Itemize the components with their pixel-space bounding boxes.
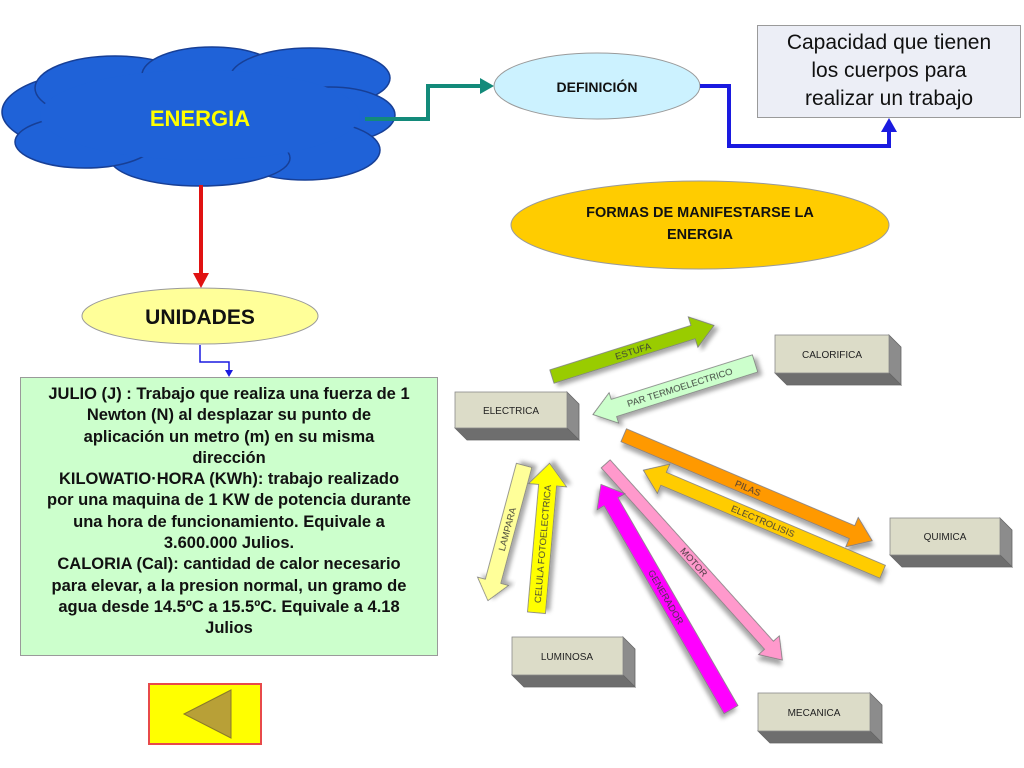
energia-label: ENERGIA bbox=[150, 106, 250, 131]
back-button[interactable] bbox=[148, 683, 262, 745]
units-line-7: una hora de funcionamiento. Equivale a bbox=[73, 512, 385, 531]
units-text-box: JULIO (J) : Trabajo que realiza una fuer… bbox=[20, 377, 438, 656]
units-line-9: CALORIA (Cal): cantidad de calor necesar… bbox=[57, 555, 401, 574]
box-quimica-label: QUIMICA bbox=[924, 532, 967, 543]
units-line-11: agua desde 14.5ºC a 15.5ºC. Equivale a 4… bbox=[58, 597, 400, 616]
units-line-10: para elevar, a la presion normal, un gra… bbox=[51, 576, 407, 595]
units-line-6: por una maquina de 1 KW de potencia dura… bbox=[47, 491, 411, 510]
formas-node[interactable]: FORMAS DE MANIFESTARSE LA ENERGIA bbox=[510, 180, 890, 270]
connector-unidades-text bbox=[199, 345, 233, 377]
formas-label-line-1: FORMAS DE MANIFESTARSE LA bbox=[586, 205, 814, 221]
back-triangle-icon bbox=[182, 689, 232, 739]
arrow-generador-label: GENERADOR bbox=[645, 568, 685, 627]
unidades-label: UNIDADES bbox=[145, 306, 255, 329]
box-quimica[interactable]: QUIMICA bbox=[889, 517, 1013, 568]
box-electrica[interactable]: ELECTRICA bbox=[454, 391, 580, 441]
units-line-4: dirección bbox=[192, 448, 266, 467]
connector-energia-unidades bbox=[193, 185, 209, 288]
box-electrica-label: ELECTRICA bbox=[483, 406, 539, 417]
definicion-label: DEFINICIÓN bbox=[557, 78, 638, 95]
units-line-12: Julios bbox=[205, 619, 253, 638]
box-mecanica-label: MECANICA bbox=[788, 708, 841, 719]
unidades-node[interactable]: UNIDADES bbox=[81, 287, 319, 345]
units-line-2: Newton (N) al desplazar su punto de bbox=[86, 406, 372, 425]
box-calorifica[interactable]: CALORIFICA bbox=[774, 334, 902, 386]
box-calorifica-label: CALORIFICA bbox=[802, 350, 862, 361]
units-line-8: 3.600.000 Julios. bbox=[163, 534, 295, 553]
definicion-node[interactable]: DEFINICIÓN bbox=[493, 52, 701, 120]
units-line-3: aplicación un metro (m) en su misma bbox=[83, 427, 375, 446]
definition-line-3: realizar un trabajo bbox=[804, 87, 974, 110]
box-mecanica[interactable]: MECANICA bbox=[757, 692, 883, 744]
box-luminosa[interactable]: LUMINOSA bbox=[511, 636, 636, 688]
arrow-pilas: PILAS bbox=[620, 428, 873, 548]
connector-definicion-text bbox=[700, 84, 897, 148]
definition-line-2: los cuerpos para bbox=[811, 59, 967, 82]
connector-energia-definicion bbox=[365, 78, 494, 121]
arrow-celula-fotoelectrica: CELULA FOTOELECTRICA bbox=[527, 462, 568, 614]
box-luminosa-label: LUMINOSA bbox=[541, 652, 594, 663]
units-line-5: KILOWATIO·HORA (KWh): trabajo realizado bbox=[58, 470, 400, 489]
energia-cloud[interactable]: ENERGIA bbox=[1, 46, 396, 187]
definition-text-box: Capacidad que tienen los cuerpos para re… bbox=[757, 25, 1021, 118]
definition-line-1: Capacidad que tienen bbox=[786, 31, 992, 54]
arrow-par-termoelectrico-label: PAR TERMOELECTRICO bbox=[626, 366, 734, 410]
arrow-motor-label: MOTOR bbox=[677, 546, 709, 580]
units-line-1: JULIO (J) : Trabajo que realiza una fuer… bbox=[48, 385, 410, 403]
formas-label-line-2: ENERGIA bbox=[667, 227, 734, 243]
arrow-electrolisis: ELECTROLISIS bbox=[642, 463, 886, 579]
